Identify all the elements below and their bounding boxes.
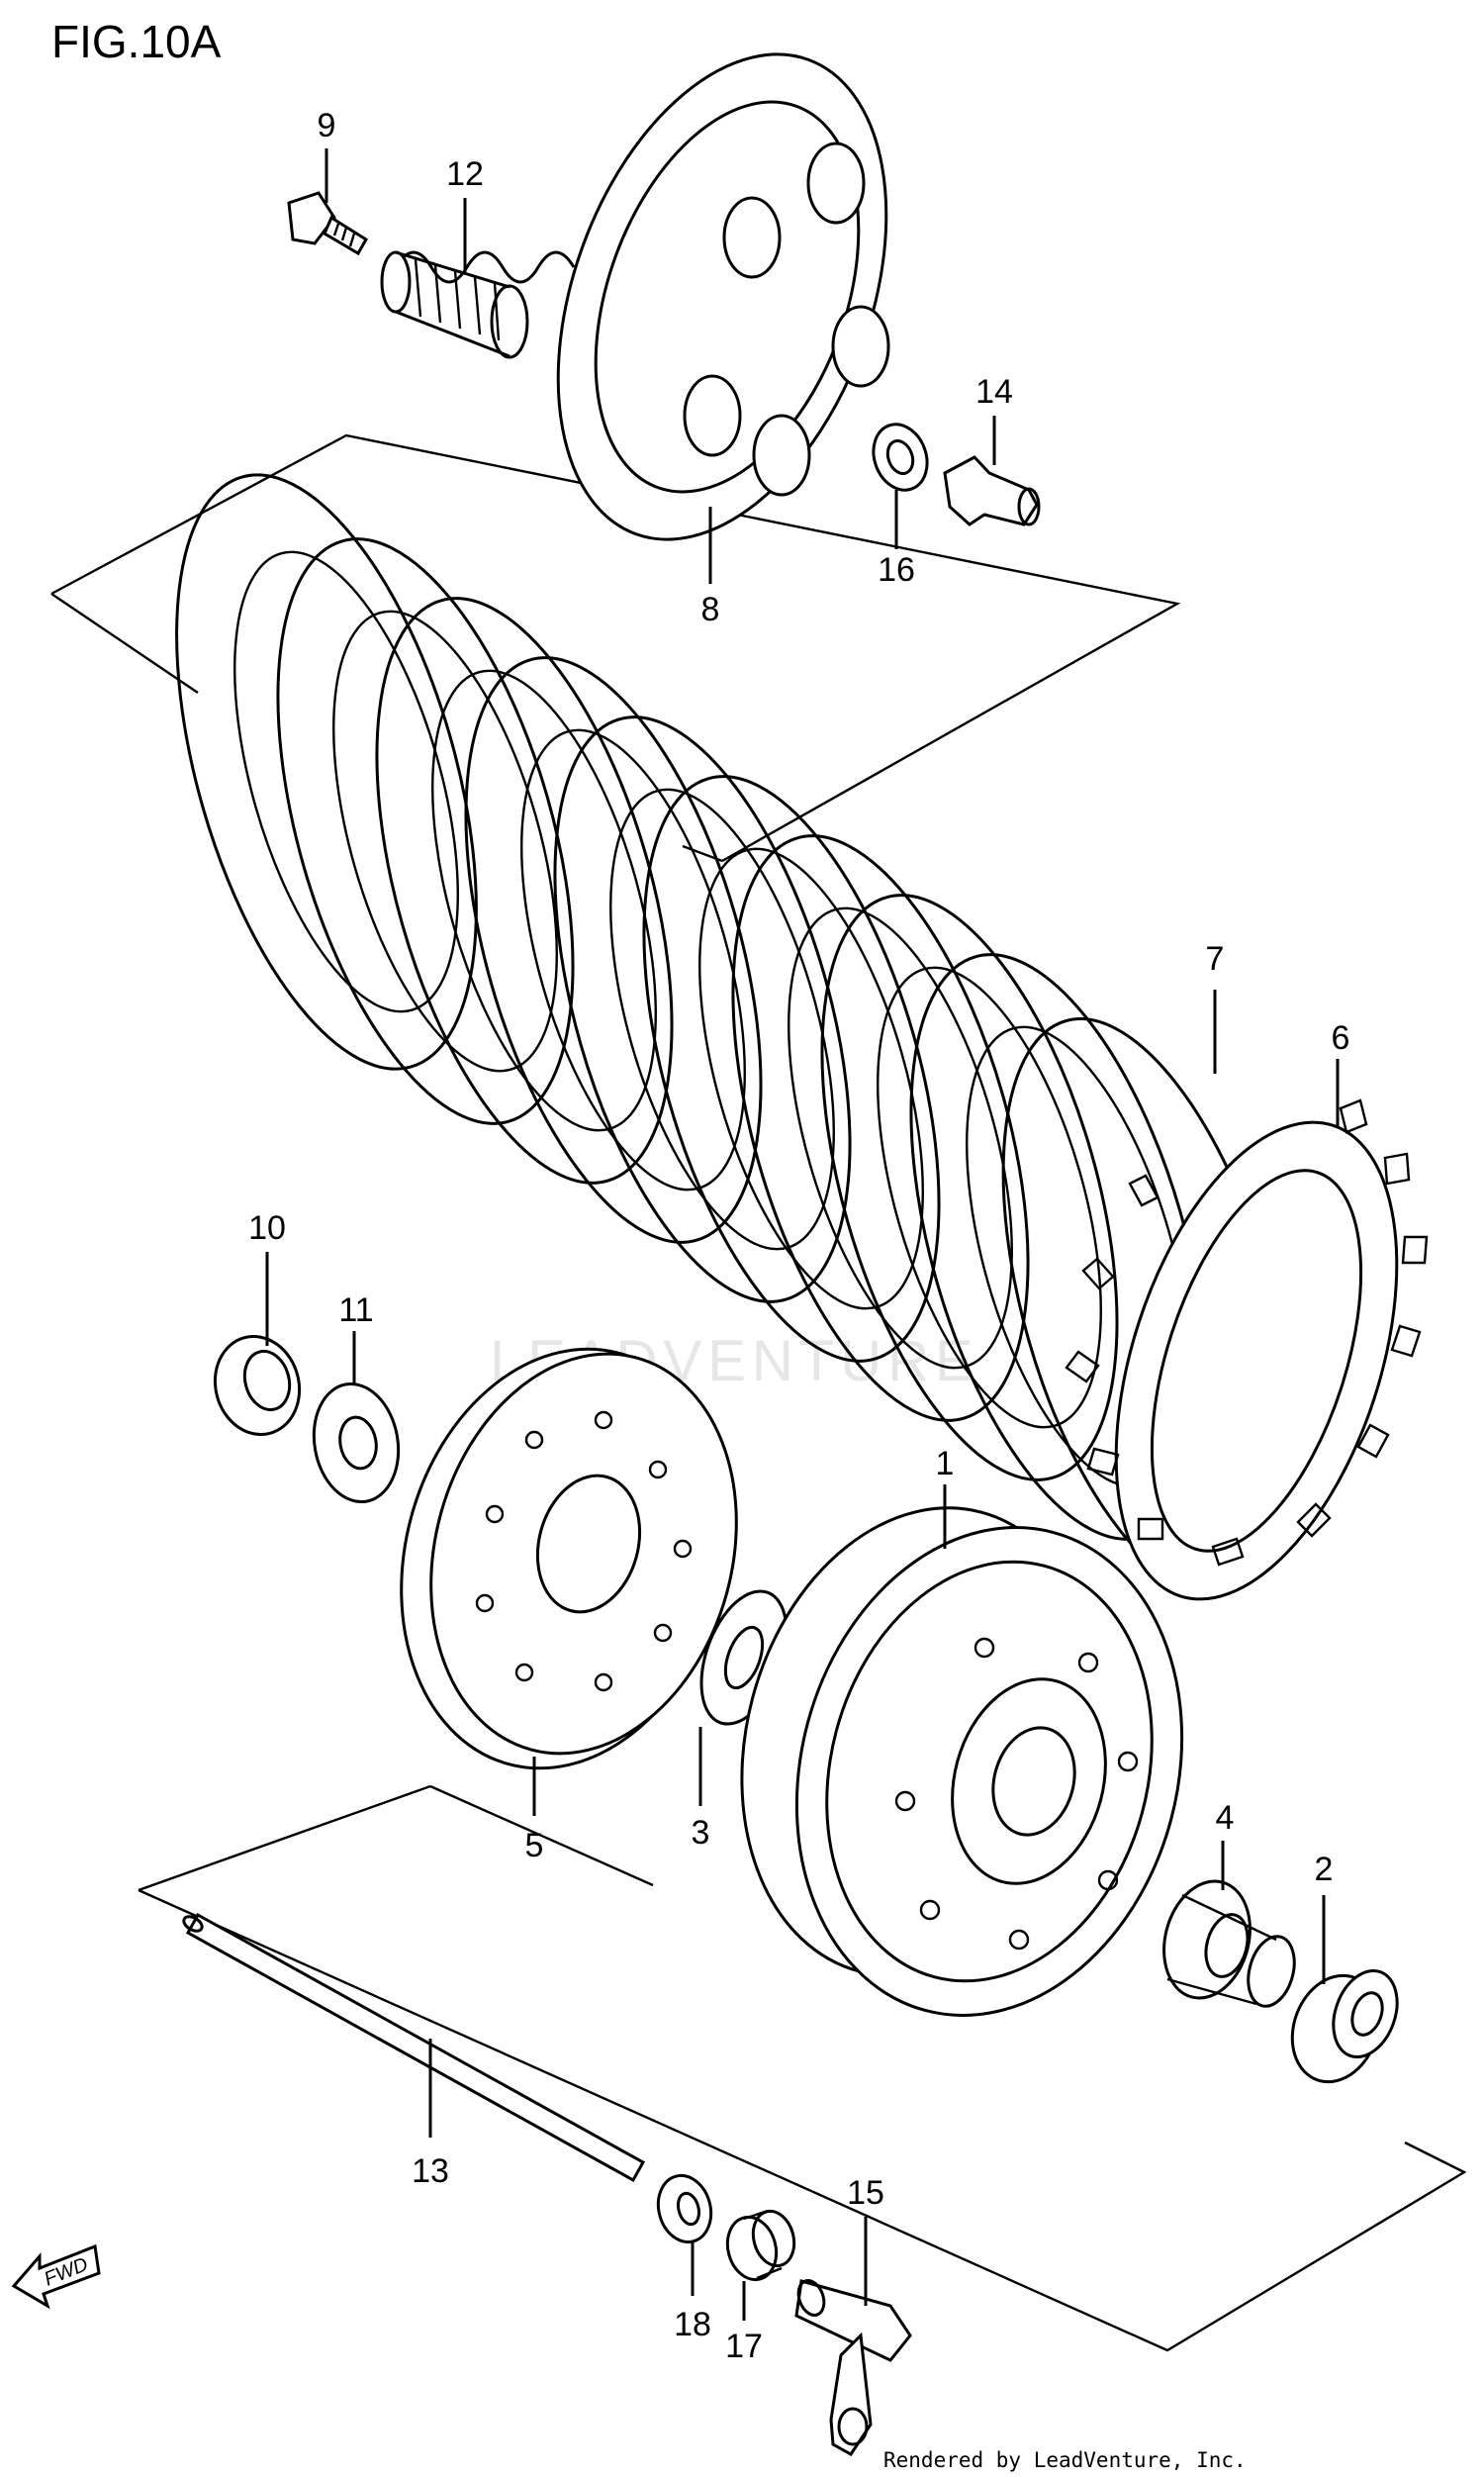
nut-part: [213, 1334, 302, 1437]
callout-18: 18: [674, 2306, 711, 2343]
callout-7: 7: [1206, 940, 1225, 978]
release-camshaft-part: [794, 2279, 912, 2456]
clutch-housing-part: [740, 1506, 1184, 2017]
callout-2: 2: [1315, 1851, 1334, 1888]
callout-11: 11: [338, 1291, 373, 1329]
bearing-part: [725, 2209, 796, 2282]
clutch-plate-stack: [175, 473, 1429, 1601]
spring-part: [380, 250, 576, 359]
callout-6: 6: [1332, 1019, 1350, 1057]
callout-12: 12: [446, 155, 484, 193]
callout-13: 13: [412, 2152, 449, 2190]
callout-3: 3: [692, 1814, 710, 1852]
spring-washer-part: [312, 1381, 401, 1504]
callout-5: 5: [525, 1827, 544, 1864]
bolt-part: [287, 191, 369, 256]
needle-bearing-part: [1162, 1879, 1296, 2008]
callout-14: 14: [975, 373, 1013, 411]
pressure-plate-part: [556, 52, 890, 541]
lock-washer-part: [872, 423, 929, 492]
clutch-sleeve-hub-part: [400, 1347, 738, 1770]
callout-1: 1: [936, 1445, 955, 1482]
callout-4: 4: [1216, 1799, 1235, 1837]
figure-title: FIG.10A: [51, 16, 222, 67]
callout-9: 9: [318, 107, 336, 144]
lower-assembly-outline: [138, 1784, 1467, 2352]
callout-17: 17: [725, 2328, 763, 2365]
callout-8: 8: [701, 591, 720, 628]
oil-seal-part: [656, 2173, 713, 2244]
push-piece-part: [943, 455, 1041, 526]
leader-lines: [265, 148, 1340, 2321]
callout-10: 10: [248, 1209, 286, 1247]
push-rod-part: [182, 1912, 646, 2183]
spacer-part: [1290, 1968, 1399, 2084]
callout-labels: 1 2 3 4 5 6 7 8 9 10 11 12 13 14 15 16 1…: [248, 107, 1349, 2365]
callout-16: 16: [878, 551, 915, 589]
fwd-direction-arrow: FWD: [11, 2243, 101, 2310]
render-credit: Rendered by LeadVenture, Inc.: [883, 2448, 1247, 2472]
callout-15: 15: [847, 2174, 884, 2212]
